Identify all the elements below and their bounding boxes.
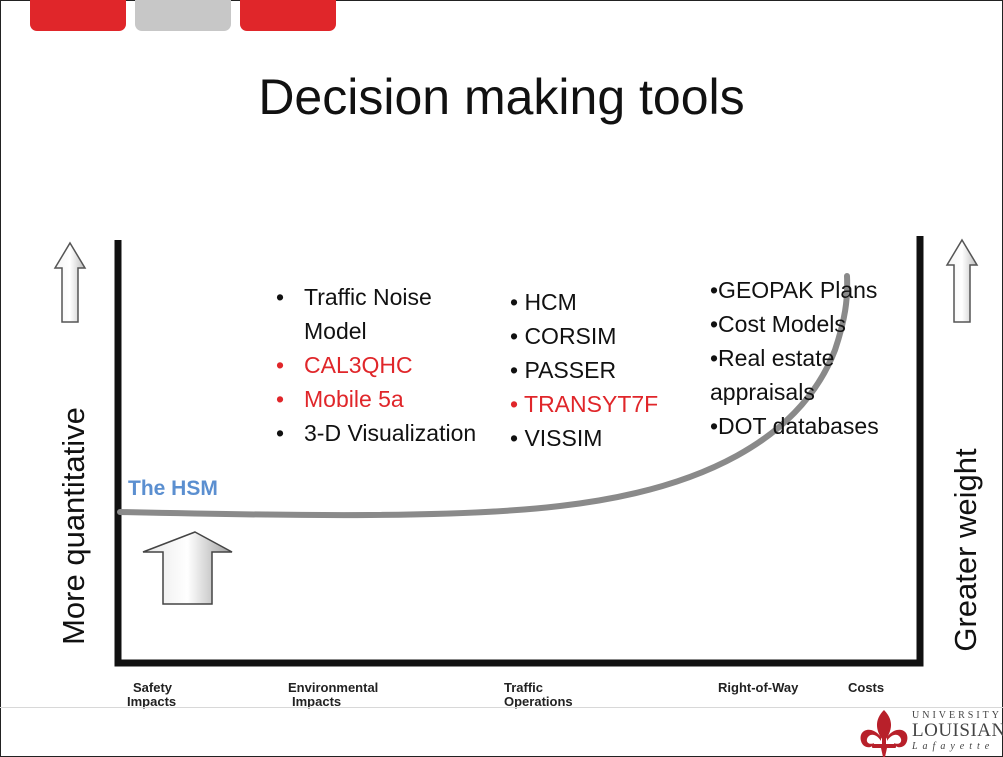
list-item: • TRANSYT7F (510, 391, 659, 417)
list-item: •Cost Models (710, 311, 846, 337)
slide-title: Decision making tools (258, 69, 745, 125)
list-item: •Traffic Noise (276, 284, 432, 310)
hsm-curve (117, 273, 851, 519)
list-item: appraisals (710, 379, 815, 405)
list-item: •DOT databases (710, 413, 879, 439)
up-arrow-left-icon (53, 241, 87, 323)
list-item: •3-D Visualization (276, 420, 477, 446)
list-item: • HCM (510, 289, 577, 315)
right-axis-label: Greater weight (948, 448, 983, 652)
list-item: • PASSER (510, 357, 617, 383)
hsm-up-arrow-icon (142, 531, 233, 605)
list-item: •Real estate (710, 345, 835, 371)
logo-line-university: UNIVERSITY (912, 710, 1002, 721)
x-category-environmental: Environmental Impacts (288, 680, 379, 709)
x-category-right-of-way: Right-of-Way (718, 680, 799, 695)
y-axis-label: More quantitative (56, 407, 91, 645)
logo-line-lafayette: Lafayette (912, 741, 995, 752)
hsm-curve-label: The HSM (128, 477, 218, 500)
tab-red-left (30, 0, 126, 31)
up-arrow-right-icon (945, 238, 979, 323)
traffic-tools-list: • HCM • CORSIM • PASSER • TRANSYT7F • VI… (510, 285, 658, 455)
x-category-traffic: Traffic Operations (504, 680, 573, 709)
list-item: •GEOPAK Plans (710, 277, 878, 303)
footer-divider (0, 707, 1003, 708)
tab-gray-center (135, 0, 231, 31)
list-item: • VISSIM (510, 425, 603, 451)
chart-frame-axes (114, 236, 924, 667)
list-item: •Mobile 5a (276, 386, 404, 412)
list-item: • CORSIM (510, 323, 617, 349)
logo-line-louisiana: LOUISIANA (912, 720, 1003, 741)
fleur-de-lis-icon (860, 710, 908, 757)
x-category-safety: Safety Impacts (127, 680, 177, 709)
x-category-costs: Costs (848, 680, 885, 695)
list-item: •CAL3QHC (276, 352, 413, 378)
university-logo: UNIVERSITY LOUISIANA Lafayette (912, 710, 1003, 752)
tab-red-right (240, 0, 336, 31)
list-item: Model (304, 318, 367, 344)
environmental-tools-list: •Traffic Noise Model •CAL3QHC •Mobile 5a… (276, 280, 476, 450)
cost-tools-list: •GEOPAK Plans •Cost Models •Real estate … (710, 273, 879, 443)
